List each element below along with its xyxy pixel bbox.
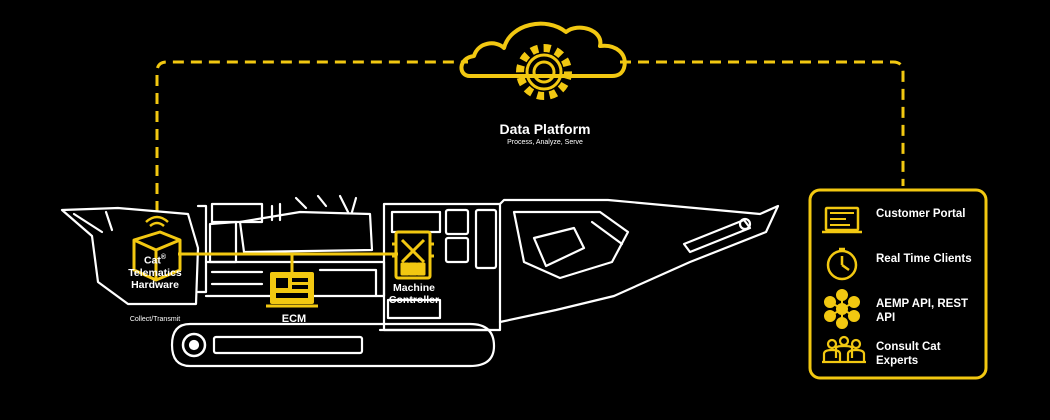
gear-icon — [516, 44, 572, 100]
data-link-dashed-line — [155, 60, 905, 212]
crusher-machine-outline — [60, 194, 780, 368]
machine-controller-label: Machine Controller — [382, 282, 446, 306]
services-panel — [808, 188, 988, 380]
telematics-hardware-label: Cat® Telematics Hardware — [110, 254, 200, 291]
service-label-customer-portal: Customer Portal — [876, 208, 966, 220]
cloud-icon — [459, 21, 627, 78]
service-label-aemp-api: AEMP API, REST API — [876, 298, 969, 325]
machine-controller-line-2: Controller — [388, 294, 440, 307]
ecm-icon — [266, 272, 318, 308]
data-platform-title: Data Platform — [499, 121, 591, 137]
laptop-icon — [822, 206, 862, 234]
ecm-label: ECM — [281, 313, 307, 325]
data-platform-subtitle: Process, Analyze, Serve — [507, 139, 583, 146]
service-label-real-time-clients: Real Time Clients — [876, 253, 972, 265]
experts-icon — [822, 335, 866, 364]
telematics-hardware-icon — [132, 215, 182, 282]
hardware-line-3: Hardware — [131, 278, 179, 291]
machine-controller-icon — [392, 230, 434, 280]
hardware-line-2: Telematics — [128, 266, 182, 279]
telematics-hardware-subtitle: Collect/Transmit — [129, 316, 181, 323]
registered-mark: ® — [160, 254, 167, 261]
machine-controller-line-1: Machine — [392, 282, 435, 294]
service-label-consult-experts: Consult Cat Experts — [876, 341, 941, 368]
stopwatch-icon — [826, 247, 858, 281]
network-icon — [824, 289, 860, 329]
hardware-line-1: Cat — [143, 254, 161, 267]
telematics-link-lines — [178, 252, 398, 272]
